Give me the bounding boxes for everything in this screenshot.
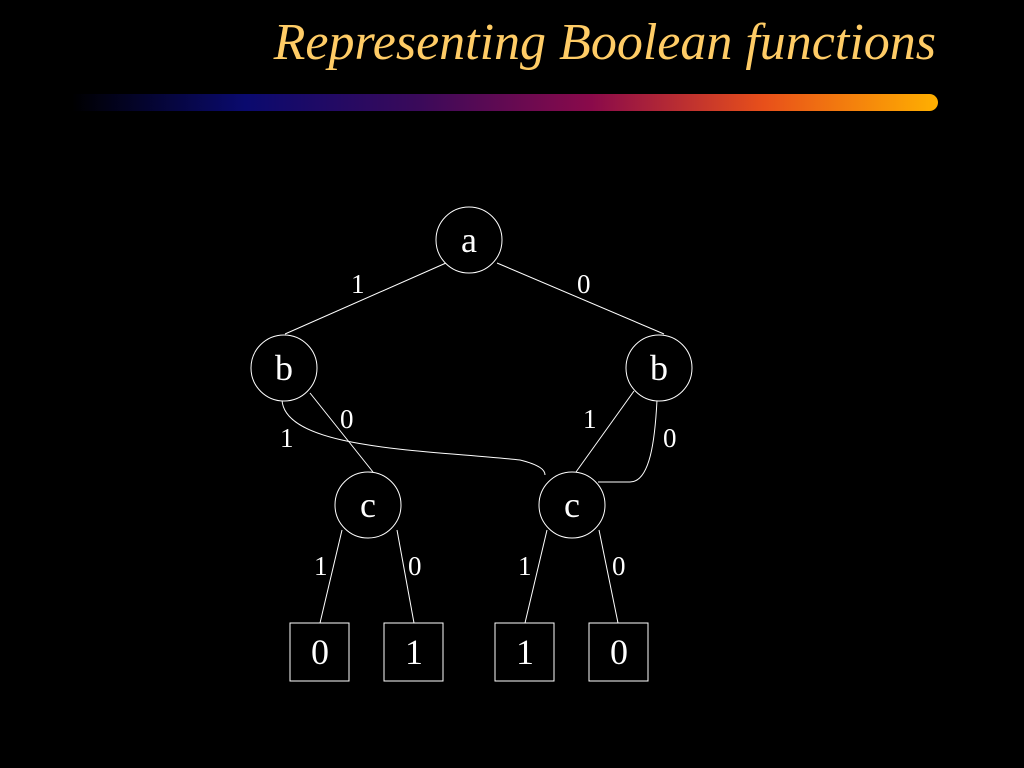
edge-c-left-t2 (396, 529, 415, 624)
edge-label-a-b-left: 1 (351, 269, 365, 299)
edge-a-b-right (496, 262, 665, 335)
node-c-left: c (334, 471, 402, 539)
edge-label-b-right-c-right-1: 1 (583, 404, 597, 434)
edge-label-b-left-c-right: 1 (280, 423, 294, 453)
edge-label-c-right-t4: 0 (612, 551, 626, 581)
slide-title: Representing Boolean functions (273, 14, 936, 71)
edge-b-left-c-left (309, 392, 374, 473)
node-c-right-label: c (564, 485, 580, 525)
node-c-left-label: c (360, 485, 376, 525)
edge-b-left-c-right (281, 399, 546, 476)
edge-label-c-right-t3: 1 (518, 551, 532, 581)
edge-c-right-t4 (598, 529, 619, 624)
node-a-label: a (461, 220, 477, 260)
edge-b-right-c-right-0 (598, 399, 658, 483)
edge-b-right-c-right-1 (575, 390, 635, 473)
edge-label-c-left-t2: 0 (408, 551, 422, 581)
node-a: a (435, 206, 503, 274)
edge-label-c-left-t1: 1 (314, 551, 328, 581)
title-underline-bar (72, 94, 938, 111)
terminal-3: 1 (494, 622, 555, 682)
edges (281, 262, 665, 624)
variable-nodes: a b b c c (250, 206, 693, 539)
terminal-2: 1 (383, 622, 444, 682)
node-b-left: b (250, 334, 318, 402)
terminal-1: 0 (289, 622, 350, 682)
terminal-1-label: 0 (311, 632, 329, 672)
node-b-right-label: b (650, 348, 668, 388)
terminal-3-label: 1 (516, 632, 534, 672)
edge-label-a-b-right: 0 (577, 269, 591, 299)
edge-labels: 1 0 0 1 1 0 1 0 1 0 (280, 269, 677, 581)
edge-label-b-left-c-left: 0 (340, 404, 354, 434)
node-c-right: c (538, 471, 606, 539)
node-b-left-label: b (275, 348, 293, 388)
edge-c-right-t3 (524, 529, 548, 624)
terminal-2-label: 1 (405, 632, 423, 672)
terminal-4: 0 (588, 622, 649, 682)
node-b-right: b (625, 334, 693, 402)
terminal-nodes: 0 1 1 0 (289, 622, 649, 682)
edge-a-b-left (284, 262, 447, 335)
terminal-4-label: 0 (610, 632, 628, 672)
edge-c-left-t1 (319, 529, 343, 624)
edge-label-b-right-c-right-0: 0 (663, 423, 677, 453)
